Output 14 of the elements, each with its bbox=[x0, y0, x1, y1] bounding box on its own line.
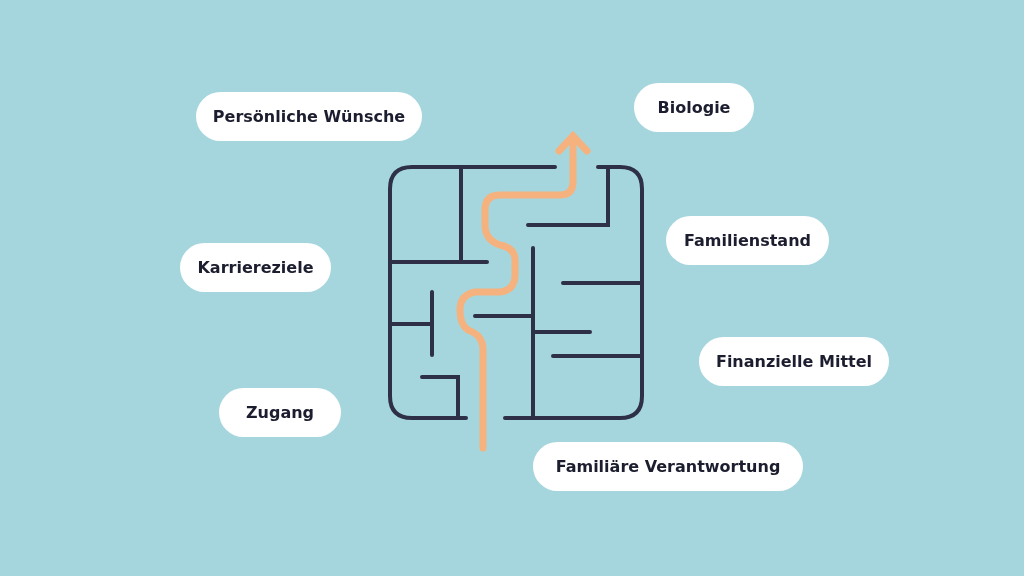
label-pill bbox=[219, 388, 341, 437]
pill-text: Karriereziele bbox=[197, 258, 314, 277]
label-pill bbox=[699, 337, 889, 386]
label-pill bbox=[196, 92, 422, 141]
pill-text: Zugang bbox=[245, 403, 315, 422]
label-pill bbox=[634, 83, 754, 132]
label-pill bbox=[180, 243, 331, 292]
pill-text: Persönliche Wünsche bbox=[212, 107, 406, 126]
pill-text: Familienstand bbox=[684, 231, 811, 250]
label-pill bbox=[666, 216, 829, 265]
pill-text: Finanzielle Mittel bbox=[715, 352, 873, 371]
pill-text: Familiäre Verantwortung bbox=[555, 457, 781, 476]
label-pill bbox=[533, 442, 803, 491]
pill-text: Biologie bbox=[657, 98, 731, 117]
